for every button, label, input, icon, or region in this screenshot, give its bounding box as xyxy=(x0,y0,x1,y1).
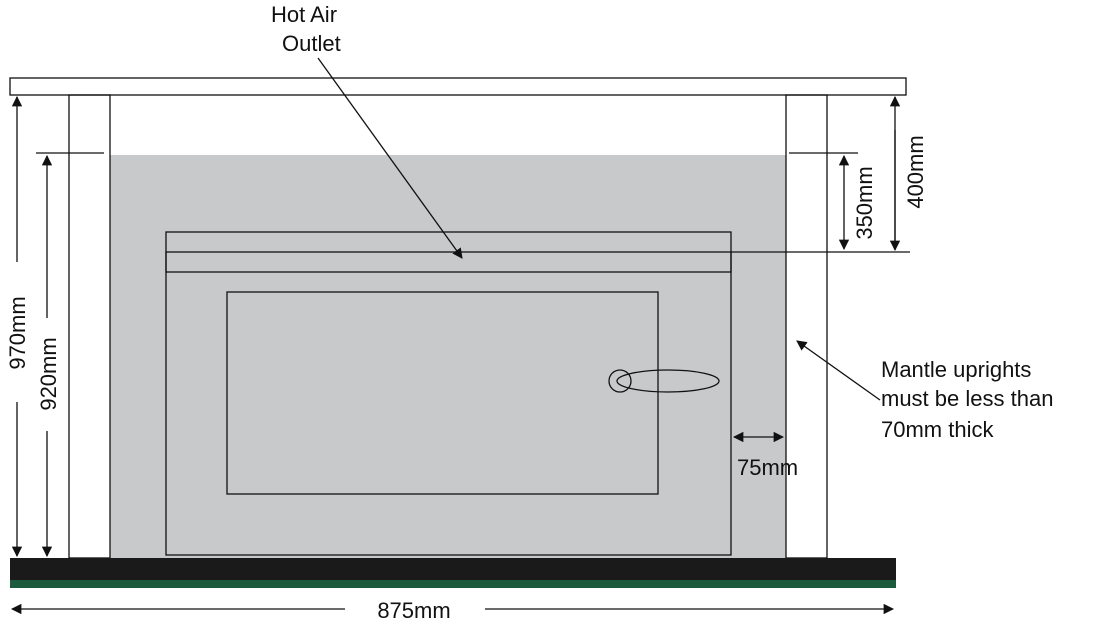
recess-area xyxy=(110,155,786,558)
mantle-note-line2: must be less than xyxy=(881,386,1053,411)
hot-air-outlet-strip xyxy=(165,251,732,273)
dim-label-total-width: 875mm xyxy=(377,598,450,623)
mantle-shelf xyxy=(9,77,907,96)
dim-label-total-height: 970mm xyxy=(5,296,30,369)
door-handle-icon xyxy=(608,369,720,393)
mantle-upright-right xyxy=(785,94,828,559)
dim-label-top-to-outlet: 400mm xyxy=(903,135,928,208)
fire-body xyxy=(165,231,732,556)
mantle-note-pointer xyxy=(796,340,881,401)
hot-air-outlet-label-line2: Outlet xyxy=(282,31,341,56)
hearth-edge xyxy=(10,580,896,588)
mantle-note-line3: 70mm thick xyxy=(881,417,994,442)
mantle-note-line1: Mantle uprights xyxy=(881,357,1031,382)
hearth xyxy=(10,558,896,580)
mantle-upright-left xyxy=(68,94,111,559)
dim-label-inner-height: 920mm xyxy=(36,337,61,410)
hot-air-outlet-pointer xyxy=(317,57,463,259)
hot-air-outlet-label-line1: Hot Air xyxy=(271,2,337,27)
dim-label-side-gap: 75mm xyxy=(737,455,798,480)
fire-window xyxy=(226,291,659,495)
dim-label-recess-to-outlet: 350mm xyxy=(852,166,877,239)
